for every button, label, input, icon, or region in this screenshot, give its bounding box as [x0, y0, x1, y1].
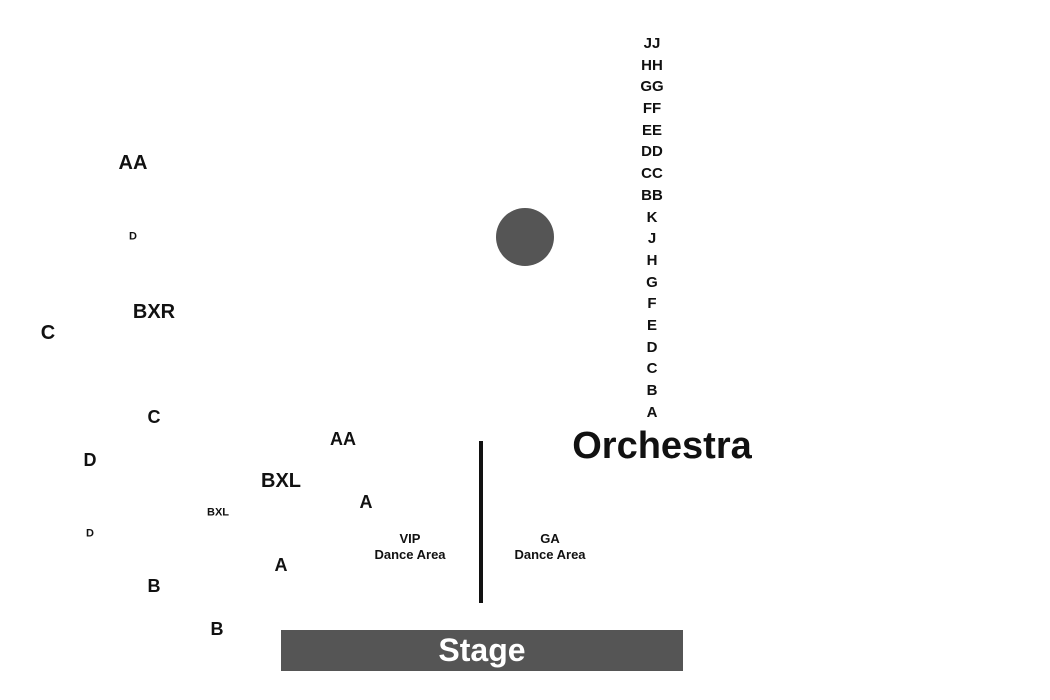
orchestra-row-label: C [646, 360, 658, 378]
orchestra-row-label: GG [640, 78, 664, 96]
section-label-a-left: A [274, 555, 288, 575]
orchestra-row-label: FF [642, 100, 662, 118]
orchestra-row-label: A [646, 403, 658, 421]
orchestra-row-label: DD [641, 143, 663, 161]
section-label-d-left: D [83, 450, 97, 470]
section-label-bxl-small: BXL [207, 506, 229, 519]
section-label-c-outer: C [40, 322, 56, 344]
vip-dance-area: VIP Dance Area [374, 531, 445, 563]
ga-dance-area-line1: GA [540, 531, 560, 546]
pillar-marker [496, 208, 554, 266]
ga-dance-area: GA Dance Area [514, 531, 585, 563]
section-label-aa-left: AA [118, 152, 148, 174]
orchestra-row-label: F [647, 295, 657, 313]
orchestra-row-label: J [647, 230, 657, 248]
stage: Stage [281, 630, 683, 671]
vip-dance-area-line2: Dance Area [374, 547, 446, 562]
orchestra-row-label: HH [641, 56, 663, 74]
orchestra-row-label: CC [641, 165, 663, 183]
ga-dance-area-line2: Dance Area [514, 547, 586, 562]
area-divider [479, 441, 483, 603]
section-label-b-lower: B [210, 619, 224, 639]
orchestra-row-label: E [646, 316, 657, 334]
orchestra-label: Orchestra [572, 425, 752, 467]
orchestra-row-label: K [646, 208, 658, 226]
orchestra-row-label: JJ [643, 35, 661, 52]
section-label-aa-center: AA [330, 429, 356, 449]
section-label-b-left: B [147, 576, 161, 596]
section-label-bxl: BXL [261, 470, 301, 492]
orchestra-row-label: BB [641, 186, 663, 204]
orchestra-row-label: D [646, 338, 658, 356]
section-label-bxr: BXR [132, 301, 176, 323]
section-label-c-inner: C [147, 407, 161, 427]
orchestra-row-label: EE [641, 121, 662, 139]
section-label-a-center: A [359, 492, 373, 512]
stage-label: Stage [438, 632, 526, 668]
orchestra-row-label: H [646, 251, 658, 269]
vip-dance-area-line1: VIP [399, 531, 421, 546]
orchestra-row-label: G [646, 273, 658, 291]
section-label-d-small-upper: D [129, 230, 137, 243]
orchestra-row-label: B [646, 382, 658, 399]
section-label-d-small-lower: D [86, 527, 94, 540]
